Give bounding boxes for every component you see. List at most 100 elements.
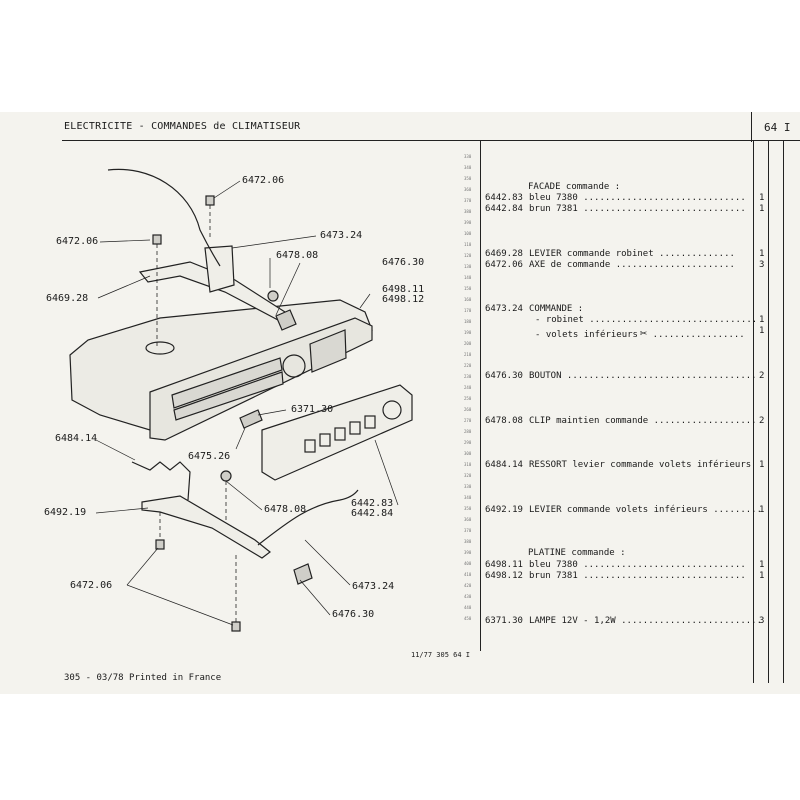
- group-title-platine: PLATINE commande :: [528, 548, 626, 558]
- lamp: [239, 409, 263, 429]
- scissors-icon: ✂: [639, 326, 648, 340]
- ruler-tick: 440: [464, 605, 472, 610]
- part-qty: 3: [759, 260, 765, 270]
- ruler-tick: 420: [464, 583, 472, 588]
- part-qty: 1: [759, 460, 765, 470]
- ruler-tick: 370: [464, 528, 472, 533]
- part-desc: RESSORT levier commande volets inférieur…: [529, 460, 752, 470]
- bottom-clip: [220, 470, 232, 482]
- ruler-tick: 240: [464, 385, 472, 390]
- part-code: 6498.12: [485, 571, 523, 581]
- housing-socket: [145, 341, 175, 355]
- bottom-knob: [293, 563, 313, 585]
- ruler-tick: 380: [464, 209, 472, 214]
- ruler-tick: 380: [464, 539, 472, 544]
- part-code: 6478.08: [485, 416, 523, 426]
- ruler-tick: 350: [464, 176, 472, 181]
- pin: [205, 195, 215, 206]
- top-knob: [275, 309, 297, 331]
- part-code: 6442.84: [485, 204, 523, 214]
- ruler-tick: 410: [464, 572, 472, 577]
- ruler-tick: 100: [464, 231, 472, 236]
- footer-print-note: 305 - 03/78 Printed in France: [64, 673, 222, 683]
- plate-knob-hole: [382, 400, 402, 420]
- part-qty: 1: [759, 249, 765, 259]
- part-code: 6492.19: [485, 505, 523, 515]
- group-title-facade: FACADE commande :: [528, 182, 621, 192]
- footer-reference: 11/77 305 64 I: [411, 651, 471, 659]
- ruler-tick: 390: [464, 550, 472, 555]
- page-number: 64 I: [764, 121, 791, 134]
- header-divider: [751, 112, 752, 142]
- ruler-tick: 340: [464, 495, 472, 500]
- part-qty: 1: [759, 505, 765, 515]
- callout-6473-24: 6473.24: [352, 581, 395, 592]
- table-row: - volets inférieurs✂ .................1: [535, 326, 765, 340]
- part-desc: - volets inférieurs: [535, 330, 638, 340]
- table-row: - robinet ..............................…: [535, 315, 765, 325]
- ruler-tick: 430: [464, 594, 472, 599]
- ruler-tick: 190: [464, 330, 472, 335]
- bottom-cable: [257, 489, 359, 546]
- ruler-tick: 220: [464, 363, 472, 368]
- control-plate: [261, 384, 413, 481]
- part-desc: LEVIER commande robinet: [529, 249, 654, 259]
- pin: [155, 539, 165, 550]
- ruler-tick: 310: [464, 462, 472, 467]
- part-desc: brun 7381: [529, 571, 578, 581]
- ruler-tick: 290: [464, 440, 472, 445]
- housing-vent-2: [173, 371, 284, 421]
- part-desc: bleu 7380: [529, 560, 578, 570]
- part-desc: LAMPE 12V - 1,2W: [529, 616, 616, 626]
- ruler-tick: 200: [464, 341, 472, 346]
- part-qty: 1: [759, 204, 765, 214]
- callout-6472-06: 6472.06: [56, 236, 99, 247]
- part-code: 6469.28: [485, 249, 523, 259]
- part-code: 6476.30: [485, 371, 523, 381]
- ruler-tick: 140: [464, 275, 472, 280]
- table-divider: [753, 141, 754, 683]
- part-code: 6472.06: [485, 260, 523, 270]
- callout-6475-26: 6475.26: [188, 451, 231, 462]
- callout-6371-30: 6371.30: [291, 404, 334, 415]
- header-rule: [62, 140, 800, 141]
- callout-6469-28: 6469.28: [46, 293, 89, 304]
- part-qty: 2: [759, 416, 765, 426]
- ruler-tick: 280: [464, 429, 472, 434]
- part-code: 6442.83: [485, 193, 523, 203]
- position-ruler: 330 340 350 360 370 380 390 100 110 120 …: [464, 155, 478, 625]
- plate-buttons: [304, 415, 376, 453]
- part-code: 6498.11: [485, 560, 523, 570]
- ruler-tick: 170: [464, 308, 472, 313]
- callout-6492-19: 6492.19: [44, 507, 87, 518]
- callout-6498-11: 6498.11: [382, 284, 425, 295]
- part-qty: 1: [759, 571, 765, 581]
- part-qty: 1: [759, 560, 765, 570]
- part-qty: 2: [759, 371, 765, 381]
- ruler-tick: 230: [464, 374, 472, 379]
- ruler-tick: 110: [464, 242, 472, 247]
- ruler-tick: 370: [464, 198, 472, 203]
- ruler-tick: 390: [464, 220, 472, 225]
- callout-6484-14: 6484.14: [55, 433, 98, 444]
- callout-6478-08: 6478.08: [276, 250, 319, 261]
- ruler-tick: 250: [464, 396, 472, 401]
- part-qty: 3: [759, 616, 765, 626]
- top-cable: [107, 168, 221, 267]
- table-divider: [768, 141, 769, 683]
- part-desc: CLIP maintien commande: [529, 416, 649, 426]
- ruler-tick: 120: [464, 253, 472, 258]
- ruler-tick: 210: [464, 352, 472, 357]
- part-desc: brun 7381: [529, 204, 578, 214]
- ruler-tick: 160: [464, 297, 472, 302]
- part-desc: BOUTON: [529, 371, 562, 381]
- ruler-tick: 350: [464, 506, 472, 511]
- ruler-tick: 270: [464, 418, 472, 423]
